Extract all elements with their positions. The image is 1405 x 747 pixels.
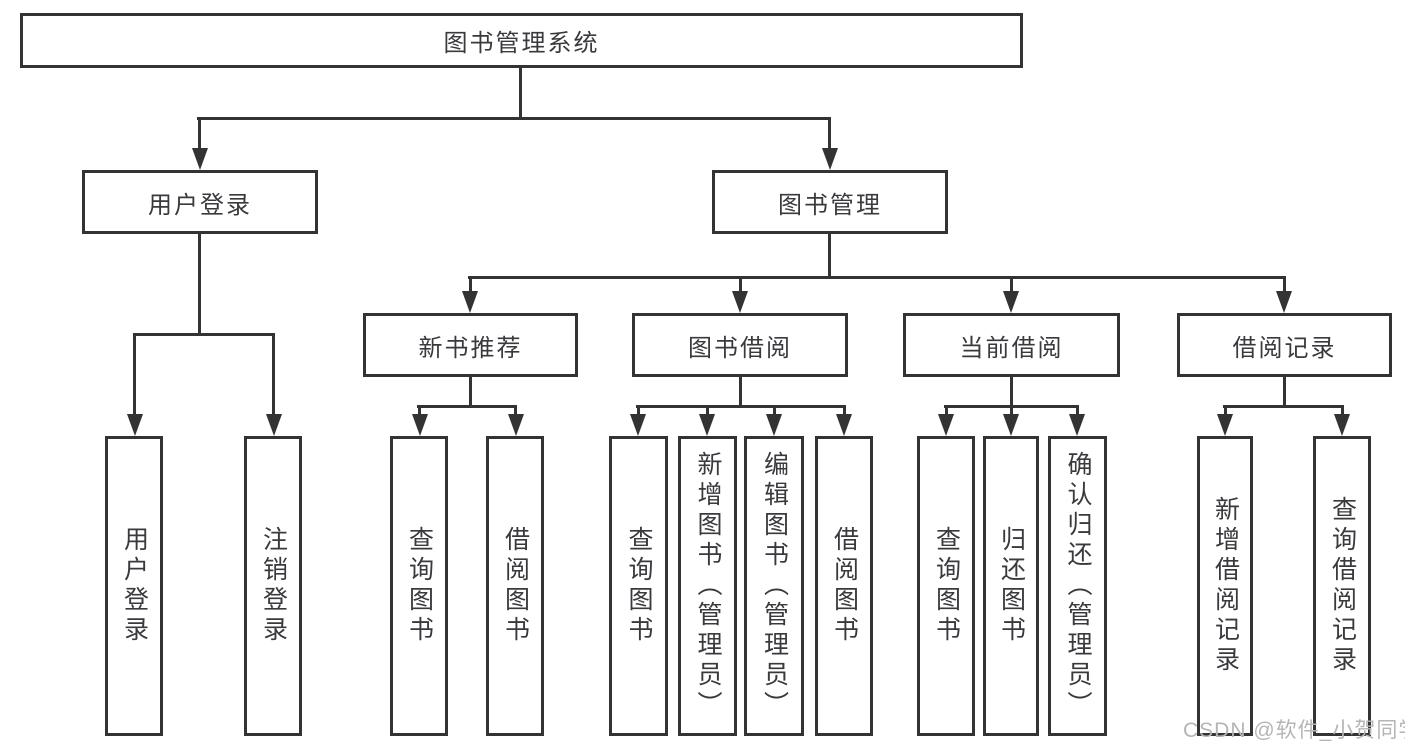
connector-shaft (198, 117, 201, 152)
connector-shaft (514, 405, 517, 417)
node-book-mgmt: 图书管理 (712, 170, 948, 234)
arrowhead-icon (836, 414, 852, 436)
arrowhead-icon (732, 291, 748, 313)
leaf-borrow-borrow-books: 借阅图书 (815, 436, 873, 736)
connector-shaft (1341, 405, 1344, 417)
connector-current-borrow-stem (1010, 377, 1013, 408)
arrowhead-icon (938, 414, 954, 436)
arrowhead-icon (1334, 414, 1350, 436)
connector-book-mgmt-stem (828, 233, 831, 279)
leaf-borrow-add-books: 新增图书（管理员） (678, 436, 737, 736)
node-user-login: 用户登录 (82, 170, 318, 234)
node-new-book-rec: 新书推荐 (363, 313, 578, 377)
connector-shaft (272, 333, 275, 416)
leaf-current-query-books: 查询图书 (917, 436, 975, 736)
leaf-current-confirm-return: 确认归还（管理员） (1048, 436, 1107, 736)
leaf-user-login: 用户登录 (105, 436, 163, 736)
connector-borrow-record-rail (1223, 405, 1344, 408)
node-root: 图书管理系统 (20, 13, 1023, 68)
arrowhead-icon (1003, 414, 1019, 436)
arrowhead-icon (1276, 291, 1292, 313)
connector-shaft (843, 405, 846, 417)
arrowhead-icon (1069, 414, 1085, 436)
connector-book-borrow-rail (636, 405, 846, 408)
connector-shaft (706, 405, 709, 417)
connector-root-stem (519, 68, 522, 118)
node-book-borrow: 图书借阅 (632, 313, 848, 377)
arrowhead-icon (192, 148, 208, 170)
arrowhead-icon (508, 414, 524, 436)
arrowhead-icon (822, 148, 838, 170)
leaf-current-return-books: 归还图书 (983, 436, 1039, 736)
connector-new-book-rec-rail (417, 405, 517, 408)
leaf-record-add-record: 新增借阅记录 (1197, 436, 1253, 736)
connector-shaft (418, 405, 421, 417)
connector-shaft (637, 405, 640, 417)
leaf-borrow-query-books: 查询图书 (609, 436, 668, 736)
arrowhead-icon (1003, 291, 1019, 313)
leaf-record-query-record: 查询借阅记录 (1313, 436, 1371, 736)
arrowhead-icon (412, 414, 428, 436)
connector-shaft (1224, 405, 1227, 417)
node-current-borrow: 当前借阅 (903, 313, 1120, 377)
arrowhead-icon (462, 291, 478, 313)
connector-shaft (945, 405, 948, 417)
connector-shaft (1010, 276, 1013, 293)
connector-level1-rail (197, 117, 831, 120)
connector-book-borrow-stem (739, 377, 742, 408)
arrowhead-icon (127, 414, 143, 436)
leaf-rec-query-books: 查询图书 (390, 436, 448, 736)
connector-user-login-stem (198, 233, 201, 336)
connector-shaft (1076, 405, 1079, 417)
connector-shaft (469, 276, 472, 293)
connector-shaft (1283, 276, 1286, 293)
arrowhead-icon (699, 414, 715, 436)
arrowhead-icon (1217, 414, 1233, 436)
connector-new-book-rec-stem (469, 377, 472, 408)
connector-user-login-rail (133, 333, 275, 336)
leaf-borrow-edit-books: 编辑图书（管理员） (744, 436, 804, 736)
connector-shaft (133, 333, 136, 416)
connector-shaft (828, 117, 831, 152)
connector-borrow-record-stem (1283, 377, 1286, 408)
connector-shaft (739, 276, 742, 293)
arrowhead-icon (630, 414, 646, 436)
connector-shaft (1010, 405, 1013, 417)
node-borrow-record: 借阅记录 (1177, 313, 1392, 377)
connector-shaft (773, 405, 776, 417)
arrowhead-icon (266, 414, 282, 436)
arrowhead-icon (766, 414, 782, 436)
connector-level2-rail (468, 276, 1286, 279)
csdn-watermark: CSDN @软件_小贺同学 (1183, 719, 1405, 742)
leaf-logout: 注销登录 (244, 436, 302, 736)
leaf-rec-borrow-books: 借阅图书 (486, 436, 544, 736)
